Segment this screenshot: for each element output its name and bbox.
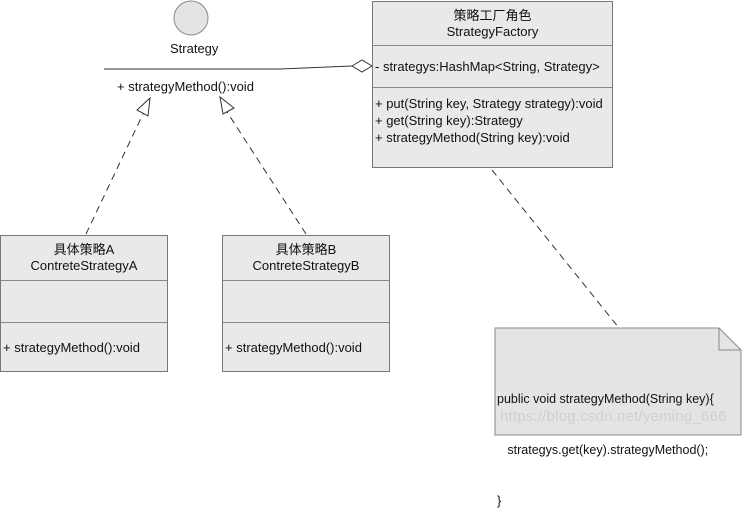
factory-title-cn: 策略工厂角色 — [453, 7, 532, 23]
note-line-1: public void strategyMethod(String key){ — [497, 392, 714, 406]
concrete-b-method: + strategyMethod():void — [225, 339, 362, 355]
realization-line-a — [85, 113, 144, 235]
concrete-b-attributes-section — [223, 281, 389, 323]
factory-operation-put: + put(String key, Strategy strategy):voi… — [375, 96, 603, 111]
concrete-b-title-cn: 具体策略B — [275, 242, 337, 257]
concrete-a-title-cn: 具体策略A — [53, 242, 115, 257]
note-line-3: } — [497, 494, 502, 508]
factory-operation-strategy-method: + strategyMethod(String key):void — [375, 130, 570, 145]
factory-title-en: StrategyFactory — [446, 23, 539, 39]
concrete-strategy-a-class: 具体策略A ContreteStrategyA + strategyMethod… — [0, 235, 168, 372]
concrete-strategy-b-class: 具体策略B ContreteStrategyB + strategyMethod… — [222, 235, 390, 372]
factory-attribute: - strategys:HashMap<String, Strategy> — [375, 59, 600, 74]
note-shape — [494, 327, 742, 436]
concrete-a-method: + strategyMethod():void — [3, 339, 140, 355]
concrete-a-title-en: ContreteStrategyA — [30, 258, 138, 273]
concrete-b-title-section: 具体策略B ContreteStrategyB — [223, 236, 389, 281]
concrete-b-operations-section: + strategyMethod():void — [223, 323, 389, 371]
note-text: public void strategyMethod(String key){ … — [497, 357, 714, 527]
factory-title-section: 策略工厂角色 StrategyFactory — [373, 2, 612, 46]
realization-arrow-a-icon — [136, 96, 151, 117]
factory-attributes-section: - strategys:HashMap<String, Strategy> — [373, 46, 612, 88]
realization-line-b — [226, 111, 307, 235]
strategy-factory-class: 策略工厂角色 StrategyFactory - strategys:HashM… — [372, 1, 613, 168]
factory-operation-get: + get(String key):Strategy — [375, 113, 523, 128]
interface-name: Strategy — [170, 41, 219, 56]
interface-method: + strategyMethod():void — [117, 79, 254, 94]
concrete-a-operations-section: + strategyMethod():void — [1, 323, 167, 371]
note-link-line — [491, 169, 620, 329]
realization-arrow-b-icon — [219, 95, 235, 115]
watermark: https://blog.csdn.net/yeming_666 — [500, 408, 727, 425]
note-line-2: strategys.get(key).strategyMethod(); — [497, 443, 709, 457]
note-fold — [718, 328, 741, 351]
concrete-a-attributes-section — [1, 281, 167, 323]
concrete-a-title-section: 具体策略A ContreteStrategyA — [1, 236, 167, 281]
factory-operations-section: + put(String key, Strategy strategy):voi… — [373, 88, 612, 167]
aggregation-line — [279, 65, 353, 70]
diagram-connectors — [85, 0, 742, 436]
interface-circle-icon — [173, 0, 209, 36]
aggregation-diamond-icon — [351, 59, 373, 73]
concrete-b-title-en: ContreteStrategyB — [252, 258, 360, 273]
